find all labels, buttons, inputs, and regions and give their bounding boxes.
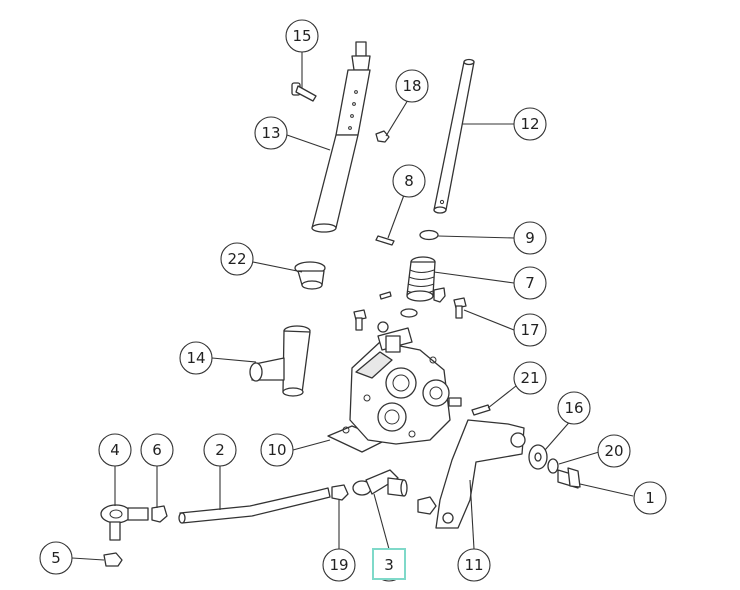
part-17-bolts <box>353 297 467 331</box>
callout-15: 15 <box>285 19 319 53</box>
callout-label-15: 15 <box>292 27 311 45</box>
part-small-pins <box>379 287 446 318</box>
part-15-bolt <box>291 82 317 102</box>
callout-label-11: 11 <box>464 556 483 574</box>
callout-2: 2 <box>203 433 237 467</box>
part-nut-near-11 <box>417 496 437 515</box>
leader-lines <box>71 52 634 561</box>
callout-12: 12 <box>513 107 547 141</box>
part-9-oring <box>419 229 439 241</box>
callout-label-9: 9 <box>525 229 535 247</box>
callout-label-6: 6 <box>152 441 162 459</box>
callout-label-3: 3 <box>384 556 394 574</box>
part-20-washer <box>547 458 559 474</box>
callout-9: 9 <box>513 221 547 255</box>
callout-14: 14 <box>179 341 213 375</box>
callout-label-22: 22 <box>227 250 246 268</box>
part-10-gearbox <box>327 321 462 453</box>
callout-label-8: 8 <box>404 172 414 190</box>
callout-18: 18 <box>395 69 429 103</box>
callout-label-10: 10 <box>267 441 286 459</box>
callout-label-17: 17 <box>520 321 539 339</box>
part-2-rod <box>178 487 331 524</box>
callout-label-18: 18 <box>402 77 421 95</box>
part-11-lever <box>435 419 526 529</box>
callout-7: 7 <box>513 266 547 300</box>
callout-10: 10 <box>260 433 294 467</box>
part-7-boot <box>406 256 436 302</box>
part-22-bushing <box>294 261 326 290</box>
callout-16: 16 <box>557 391 591 425</box>
part-5-nut <box>103 552 123 567</box>
callout-8: 8 <box>392 164 426 198</box>
part-14-elbow <box>249 325 311 397</box>
part-6-nut <box>151 505 168 523</box>
part-21-pin <box>471 404 491 416</box>
callout-label-5: 5 <box>51 549 61 567</box>
callout-19: 19 <box>322 548 356 582</box>
callout-label-21: 21 <box>520 369 539 387</box>
part-1-bolt <box>557 467 581 489</box>
callout-label-12: 12 <box>520 115 539 133</box>
callout-17: 17 <box>513 313 547 347</box>
callout-20: 20 <box>597 434 631 468</box>
callout-13: 13 <box>254 116 288 150</box>
callout-label-1: 1 <box>645 489 655 507</box>
callout-5: 5 <box>39 541 73 575</box>
callout-label-19: 19 <box>329 556 348 574</box>
callout-21: 21 <box>513 361 547 395</box>
part-3-ball-joint-end <box>352 469 408 497</box>
callout-label-16: 16 <box>564 399 583 417</box>
callout-1: 1 <box>633 481 667 515</box>
callout-3-highlighted: 3 <box>372 548 406 582</box>
callout-label-13: 13 <box>261 124 280 142</box>
callout-6: 6 <box>140 433 174 467</box>
callout-22: 22 <box>220 242 254 276</box>
callout-label-14: 14 <box>186 349 205 367</box>
part-8-pin <box>375 235 395 246</box>
part-4-ball-joint <box>100 504 149 541</box>
callout-11: 11 <box>457 548 491 582</box>
part-19-nut <box>331 484 349 501</box>
callout-4: 4 <box>98 433 132 467</box>
callout-label-7: 7 <box>525 274 535 292</box>
callout-label-4: 4 <box>110 441 120 459</box>
part-18-nut <box>375 130 390 143</box>
part-12-rod <box>433 58 475 214</box>
callout-label-2: 2 <box>215 441 225 459</box>
part-13-shaft <box>311 41 371 233</box>
part-16-washer <box>528 444 548 470</box>
callout-label-20: 20 <box>604 442 623 460</box>
